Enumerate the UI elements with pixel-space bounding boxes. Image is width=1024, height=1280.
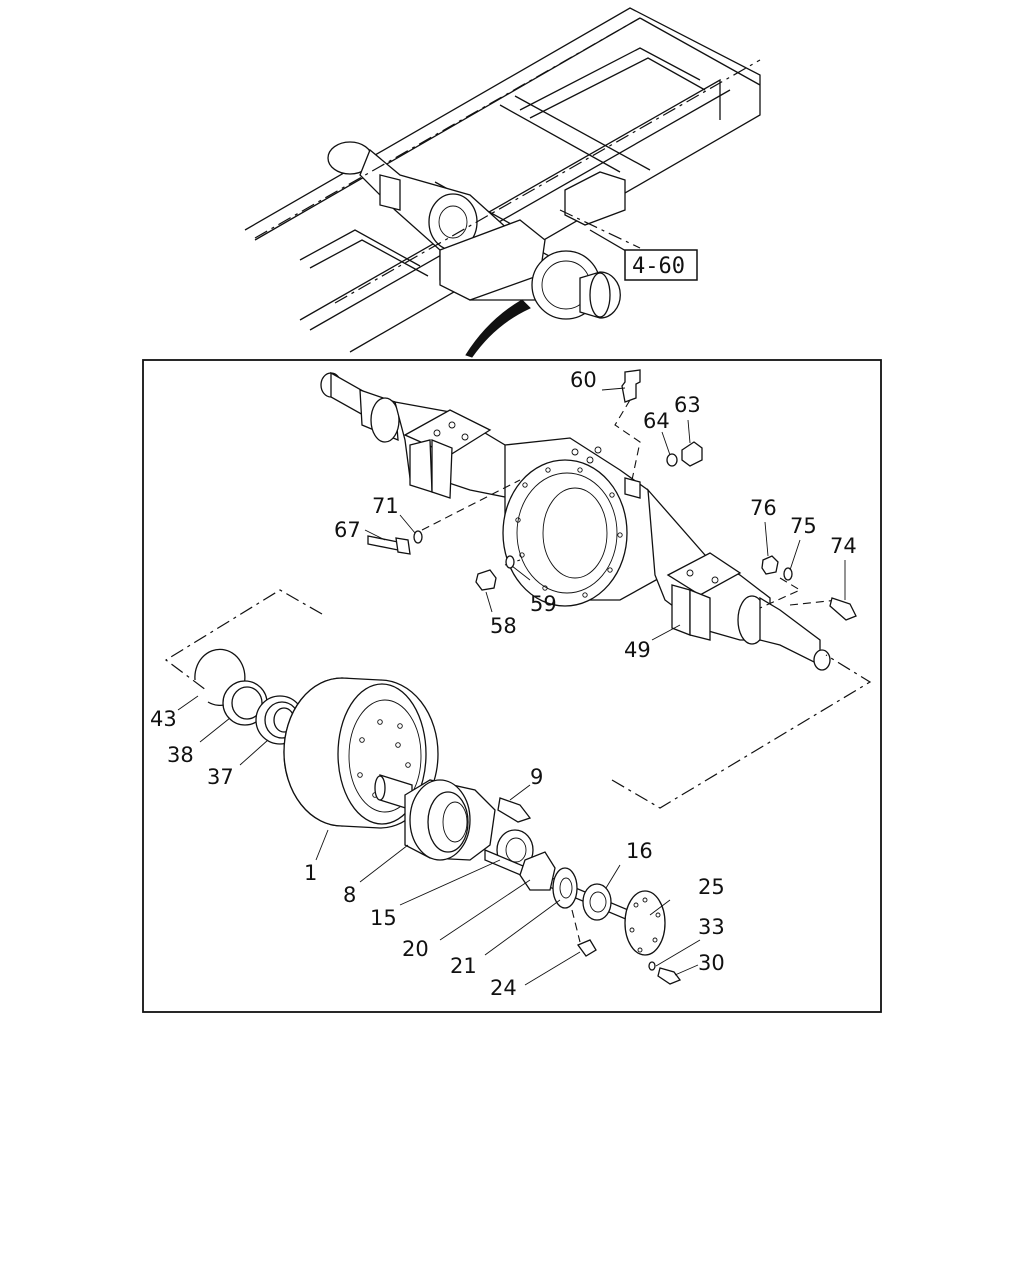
washer-71 [413,530,423,544]
callout-63: 63 [674,393,701,417]
callout-20: 20 [402,937,429,961]
washer-75 [783,567,793,581]
callout-71: 71 [372,494,399,518]
exploded-center-line [164,589,323,691]
nut-76 [761,555,779,575]
callout-75: 75 [790,514,817,538]
callout-58: 58 [490,614,517,638]
plug-63 [681,441,703,467]
lock-nut [582,883,612,921]
callout-60: 60 [570,368,597,392]
callout-21: 21 [450,954,477,978]
callout-67: 67 [334,518,361,542]
plug-58 [475,569,497,591]
callout-9: 9 [530,765,543,789]
callout-74: 74 [830,534,857,558]
flange-bolt [657,967,682,985]
callout-24: 24 [490,976,517,1000]
hub-bolt [497,797,532,823]
callout-15: 15 [370,906,397,930]
lock-washer [552,867,578,909]
callout-64: 64 [643,409,670,433]
washer-33 [648,961,656,971]
oil-seal [222,680,268,726]
wheel-hub [404,779,496,861]
callout-8: 8 [343,883,356,907]
brake-drum [283,677,439,829]
detail-pointer-arrow [465,299,531,358]
callout-16: 16 [626,839,653,863]
callout-49: 49 [624,638,651,662]
callout-1: 1 [304,861,317,885]
callout-30: 30 [698,951,725,975]
callout-37: 37 [207,765,234,789]
washer-64 [666,453,678,467]
chassis-frame-overview [244,7,761,358]
callout-25: 25 [698,875,725,899]
callout-38: 38 [167,743,194,767]
callout-43: 43 [150,707,177,731]
breather-plug [621,369,641,403]
callout-labels: 60 64 63 71 67 76 75 74 59 58 49 43 38 3… [150,368,857,1000]
callout-76: 76 [750,496,777,520]
washer-59 [505,555,515,569]
detail-frame [142,359,882,1013]
lock-screw [576,939,597,957]
reference-box: 4-60 [624,249,698,281]
reference-box-label: 4-60 [632,254,685,279]
callout-59: 59 [530,592,557,616]
callout-33: 33 [698,915,725,939]
axle-housing [320,371,831,671]
bolt-74 [829,597,857,621]
bolt-67 [367,535,411,555]
shaft-flange [624,890,666,956]
leader-lines [177,387,846,986]
